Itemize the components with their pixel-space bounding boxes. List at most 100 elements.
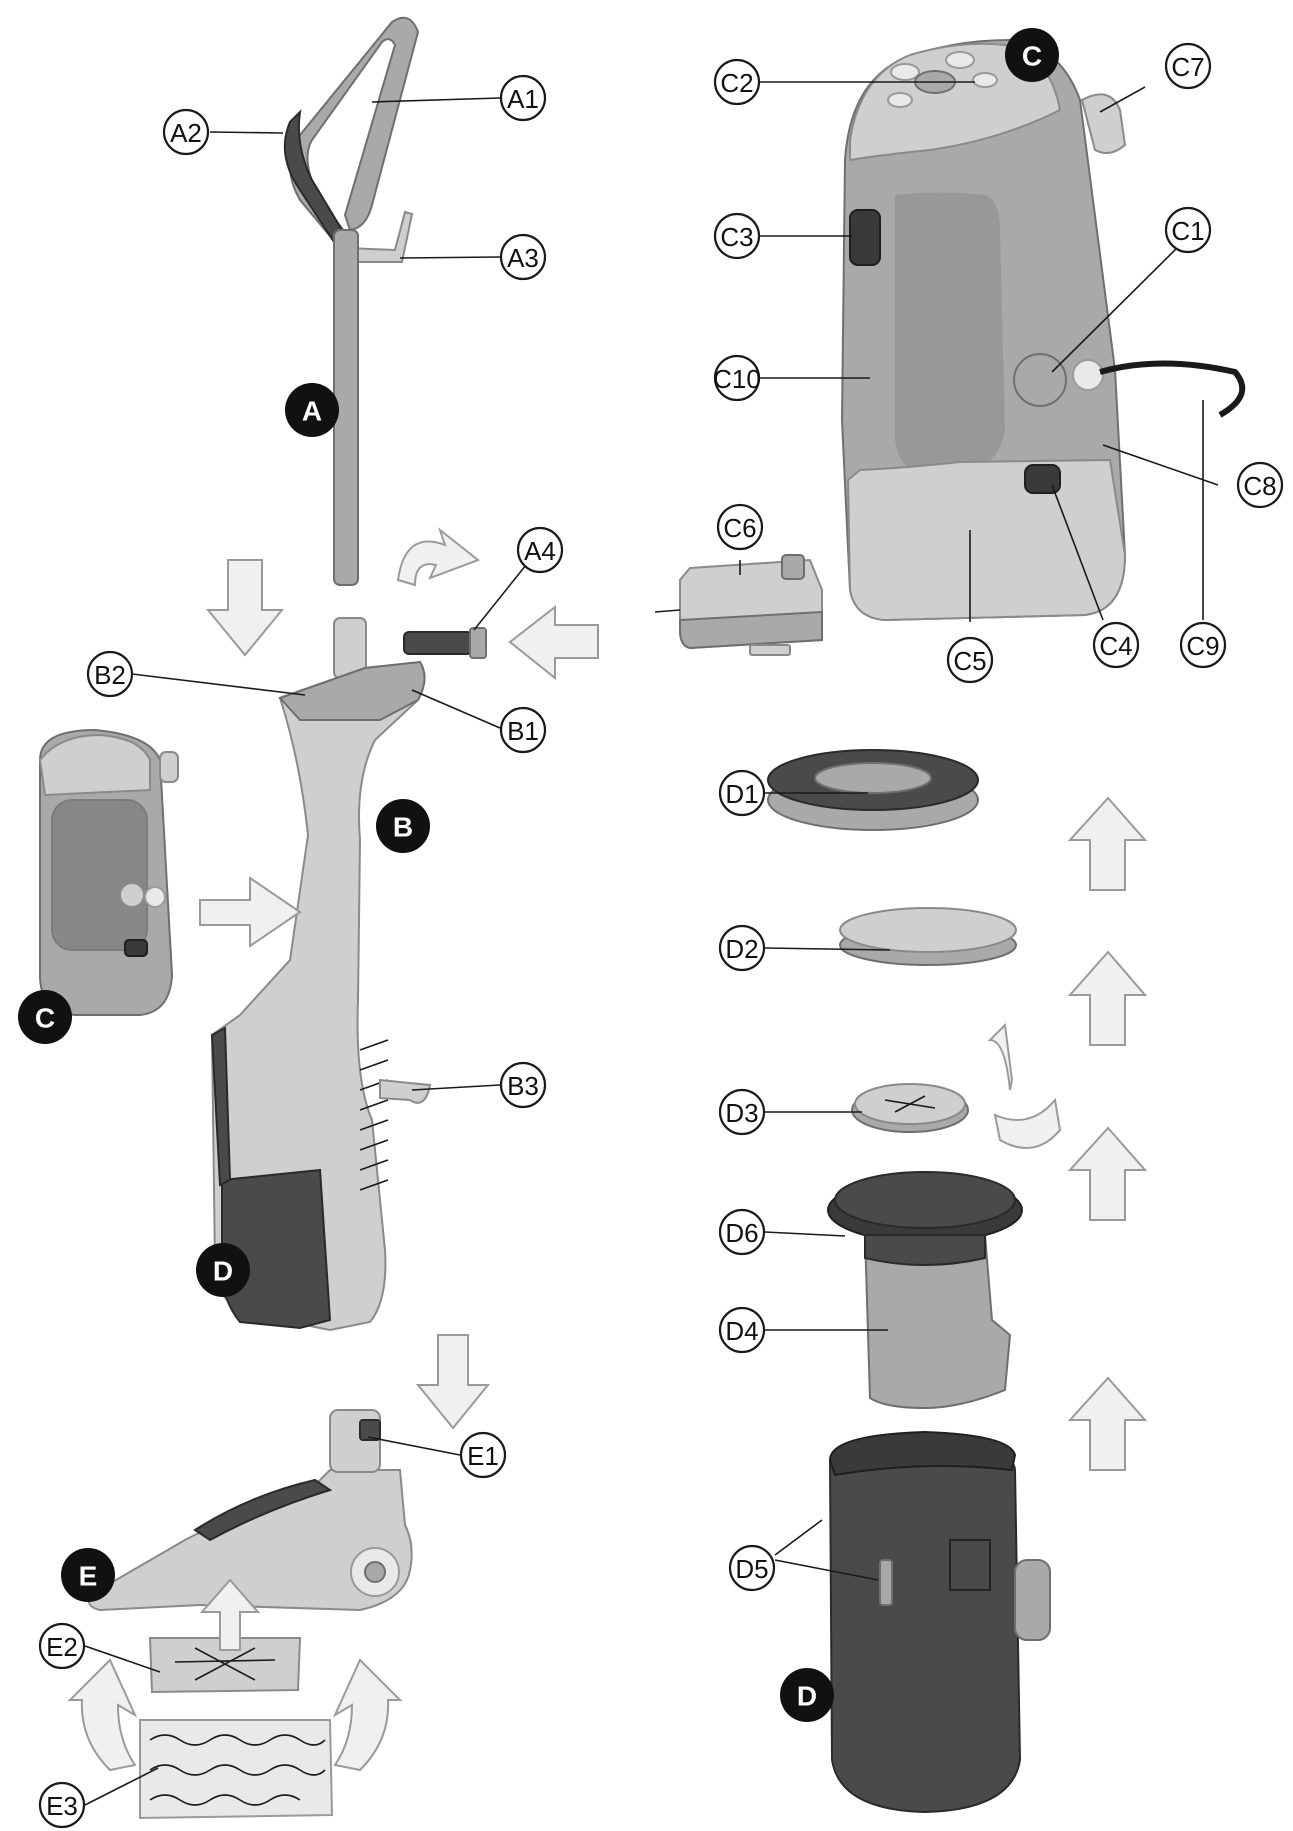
body-vents (359, 1039, 389, 1191)
rotate-arrow-d3 (987, 1022, 1062, 1149)
callout-a2: A2 (162, 108, 210, 156)
svg-text:A1: A1 (507, 84, 539, 114)
svg-text:B2: B2 (94, 660, 126, 690)
svg-text:B: B (393, 812, 413, 843)
svg-text:D5: D5 (735, 1554, 768, 1584)
callout-e1: E1 (459, 1431, 507, 1479)
svg-text:A4: A4 (524, 536, 556, 566)
rotate-arrow-a4 (396, 527, 481, 587)
svg-text:A3: A3 (507, 243, 539, 273)
assembly-labels: A B C C D D E (18, 28, 1059, 1722)
part-d1-ring (767, 749, 979, 831)
callout-c9: C9 (1179, 621, 1227, 669)
handle-grip (289, 16, 420, 239)
svg-text:E2: E2 (46, 1632, 78, 1662)
svg-text:D6: D6 (725, 1218, 758, 1248)
c-side-button (849, 209, 881, 266)
svg-text:C1: C1 (1171, 216, 1204, 246)
callout-c3: C3 (713, 212, 761, 260)
svg-text:D: D (213, 1256, 233, 1287)
body-left-edge (210, 1026, 232, 1187)
part-e-mop-head (87, 1409, 413, 1612)
callout-d4: D4 (718, 1306, 766, 1354)
svg-text:C5: C5 (953, 646, 986, 676)
callout-b2: B2 (86, 650, 134, 698)
callout-c5: C5 (946, 636, 994, 684)
svg-text:C4: C4 (1099, 631, 1132, 661)
c-cord-connector (1072, 359, 1104, 391)
label-b: B (376, 799, 430, 853)
callout-c8: C8 (1236, 461, 1284, 509)
callout-a3: A3 (499, 233, 547, 281)
arrow-curve-right (332, 1658, 403, 1772)
part-e3-pad (139, 1719, 334, 1820)
part-a4-screw (403, 627, 487, 659)
arrow-up-d2 (1067, 950, 1148, 1046)
part-d3-filter (851, 1083, 969, 1133)
label-d-large: D (780, 1668, 834, 1722)
callout-c7: C7 (1164, 42, 1212, 90)
svg-text:D4: D4 (725, 1316, 758, 1346)
callout-d6: D6 (718, 1208, 766, 1256)
svg-text:E3: E3 (46, 1791, 78, 1821)
label-a: A (285, 383, 339, 437)
c-button (1024, 464, 1061, 494)
callouts: A1 A2 A3 A4 B1 B2 B3 C2 C7 C1 C3 C10 C8 … (38, 42, 1284, 1829)
body-shell (210, 660, 426, 1332)
arrow-down-a (205, 559, 285, 657)
c-window (895, 192, 1005, 475)
svg-text:D1: D1 (725, 779, 758, 809)
part-d-large (828, 1430, 1051, 1814)
svg-text:A: A (302, 396, 322, 427)
part-d2-disc (839, 907, 1017, 966)
part-a-handle (283, 16, 420, 586)
arrow-left-a4 (508, 604, 599, 681)
callout-b3: B3 (499, 1061, 547, 1109)
callout-c4: C4 (1092, 621, 1140, 669)
svg-text:D: D (797, 1681, 817, 1712)
c-nozzle (1080, 93, 1127, 155)
svg-text:D2: D2 (725, 934, 758, 964)
svg-text:D3: D3 (725, 1098, 758, 1128)
arrow-up-d4 (1067, 1376, 1148, 1471)
svg-text:C9: C9 (1186, 631, 1219, 661)
body-clip (379, 1078, 432, 1104)
svg-text:E: E (79, 1561, 98, 1592)
label-d-small: D (196, 1243, 250, 1297)
arrow-up-d3 (1067, 1126, 1148, 1221)
label-c-large: C (1005, 28, 1059, 82)
callout-d5: D5 (728, 1544, 776, 1592)
callout-c1: C1 (1164, 206, 1212, 254)
svg-text:C6: C6 (723, 513, 756, 543)
callout-a1: A1 (499, 74, 547, 122)
c-top-buttons (887, 51, 998, 108)
callout-d1: D1 (718, 769, 766, 817)
part-c6-charger (654, 554, 823, 656)
callout-d2: D2 (718, 924, 766, 972)
arrow-up-e2 (199, 1578, 261, 1651)
svg-text:B1: B1 (507, 716, 539, 746)
svg-text:C7: C7 (1171, 52, 1204, 82)
svg-text:C8: C8 (1243, 471, 1276, 501)
label-c-small: C (18, 990, 72, 1044)
svg-text:C: C (35, 1003, 55, 1034)
c-port (1013, 353, 1067, 407)
callout-d3: D3 (718, 1088, 766, 1136)
part-c-small (38, 728, 179, 1016)
svg-text:E1: E1 (467, 1441, 499, 1471)
part-b-main-body (210, 617, 432, 1332)
part-d4-cup (827, 1171, 1023, 1410)
svg-text:C: C (1022, 41, 1042, 72)
callout-a4: A4 (516, 526, 564, 574)
c-cord (1099, 360, 1246, 418)
callout-c10: C10 (713, 354, 761, 402)
svg-text:B3: B3 (507, 1071, 539, 1101)
callout-e2: E2 (38, 1622, 86, 1670)
arrow-curve-left (67, 1658, 138, 1772)
assembly-arrows (67, 559, 1148, 1772)
leader-lines (84, 81, 1219, 1806)
callout-c2: C2 (713, 58, 761, 106)
c-base (846, 458, 1127, 622)
svg-text:C2: C2 (720, 68, 753, 98)
